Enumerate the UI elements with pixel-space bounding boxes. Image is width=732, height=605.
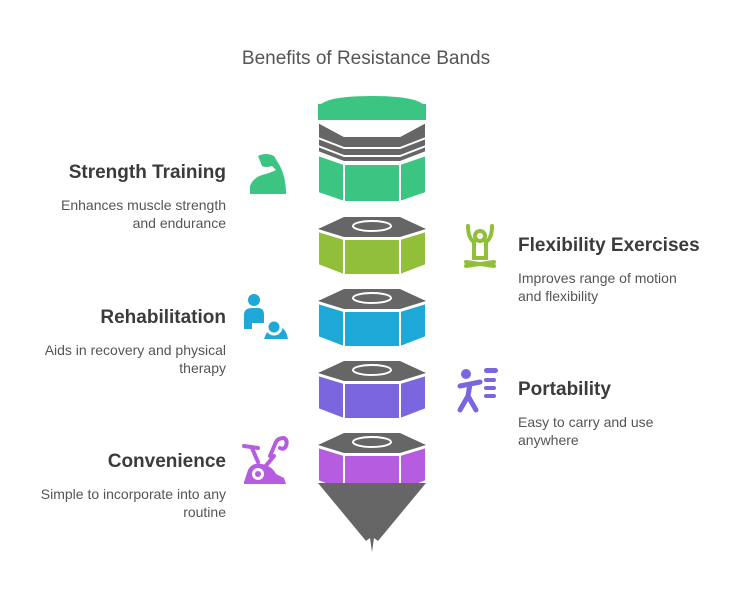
benefit-description: Enhances muscle strength and endurance bbox=[40, 196, 226, 232]
benefit-heading: Strength Training bbox=[68, 162, 226, 183]
description-line: anywhere bbox=[518, 432, 579, 448]
description-line: therapy bbox=[179, 360, 226, 376]
stack-segment-flexibility bbox=[317, 217, 427, 276]
benefit-heading: Flexibility Exercises bbox=[518, 235, 700, 256]
nut-side-face bbox=[317, 373, 427, 420]
nut-hole bbox=[352, 436, 392, 448]
description-line: and flexibility bbox=[518, 288, 599, 304]
exercise-bike-icon bbox=[240, 435, 290, 493]
nut-hole bbox=[352, 292, 392, 304]
description-line: Easy to carry and use bbox=[518, 414, 654, 430]
nut-side-face bbox=[317, 229, 427, 276]
benefit-heading: Portability bbox=[518, 379, 611, 400]
stack-segment-strength bbox=[317, 96, 427, 203]
therapist-patient-icon bbox=[242, 293, 290, 348]
nut-top-face bbox=[318, 361, 426, 381]
flexed-bicep-icon bbox=[246, 152, 290, 203]
stack-bottom-point bbox=[318, 483, 426, 552]
benefit-heading: Rehabilitation bbox=[100, 307, 226, 328]
nut-side-face bbox=[317, 301, 427, 348]
stack-segment-rehabilitation bbox=[317, 289, 427, 348]
description-line: Simple to incorporate into any bbox=[40, 486, 226, 502]
description-line: Aids in recovery and physical bbox=[44, 342, 226, 358]
nut-top-face bbox=[318, 433, 426, 453]
benefit-description: Aids in recovery and physical therapy bbox=[20, 341, 226, 377]
benefit-description: Improves range of motion and flexibility bbox=[518, 269, 718, 305]
nut-top-face bbox=[318, 289, 426, 309]
stack-segment-portability bbox=[317, 361, 427, 420]
yoga-pose-icon bbox=[462, 224, 498, 275]
nut-top-face bbox=[318, 217, 426, 237]
benefit-heading: Convenience bbox=[107, 451, 226, 472]
description-line: Improves range of motion bbox=[518, 270, 677, 286]
benefit-description: Simple to incorporate into any routine bbox=[20, 485, 226, 521]
diagram-title: Benefits of Resistance Bands bbox=[241, 48, 491, 69]
description-line: and endurance bbox=[132, 215, 226, 231]
description-line: Enhances muscle strength bbox=[61, 197, 226, 213]
nut-hole bbox=[352, 220, 392, 232]
nut-hole bbox=[352, 364, 392, 376]
description-line: routine bbox=[183, 504, 226, 520]
running-person-icon bbox=[456, 366, 500, 419]
benefit-description: Easy to carry and use anywhere bbox=[518, 413, 718, 449]
stack-segment-convenience bbox=[317, 433, 427, 492]
